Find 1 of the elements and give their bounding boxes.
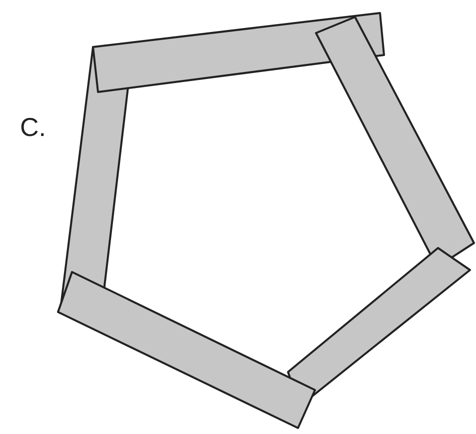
- panel-letter: C.: [20, 112, 46, 143]
